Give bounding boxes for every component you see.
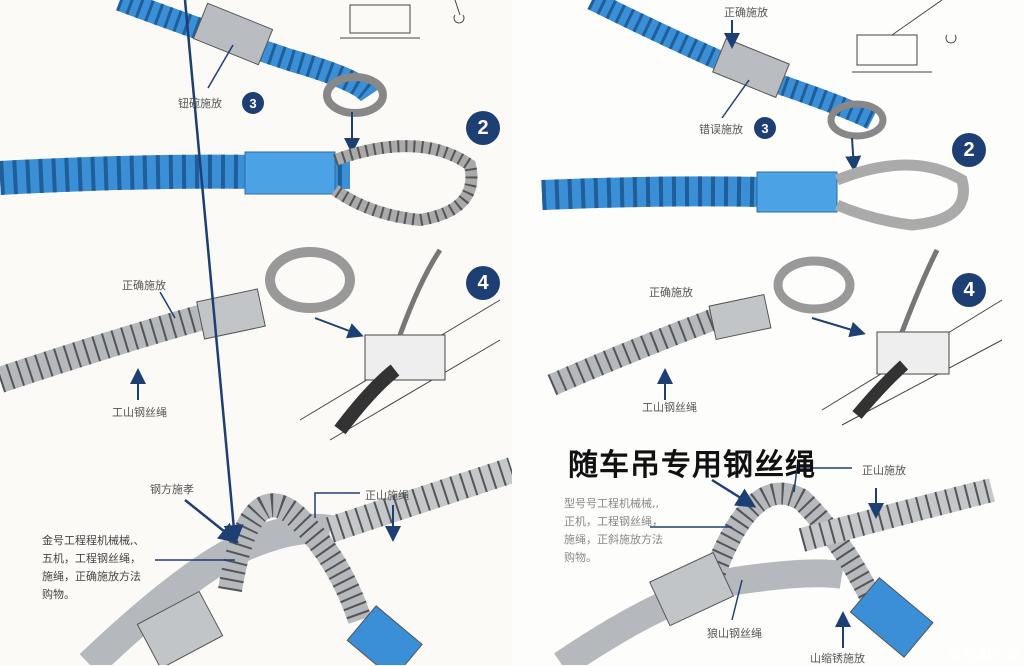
step-badge-3: 3 <box>754 117 776 139</box>
label-sec4: 正确施放 <box>649 286 693 299</box>
crane-sketch <box>852 0 957 73</box>
label-bottom-mid: 狼山钢丝绳 <box>707 627 762 640</box>
watermark: 豆包AI生成 <box>947 648 1020 664</box>
label-sec4-bottom: 工山钢丝绳 <box>642 401 697 414</box>
desc-line: 购物。 <box>42 588 75 601</box>
step-badge-4: 4 <box>952 273 986 307</box>
desc-line: 正机，工程钢丝绳， <box>564 515 663 528</box>
right-panel: 正确施放 3 2 4 错误施放 正确施放 工山钢丝绳 正山施放 狼山钢丝绳 山缩… <box>512 0 1024 665</box>
description-left: 金号工程程机械械,、 五机，工程钢丝绳， 施绳，正确施放方法 购物。 <box>42 532 145 604</box>
label-bottom-low: 山缩锈施放 <box>810 652 865 665</box>
step-badge-2: 2 <box>952 133 986 167</box>
main-title: 随车吊专用钢丝绳 <box>568 448 816 483</box>
desc-line: 金号工程程机械械,、 <box>42 534 145 547</box>
clamp-sketch <box>299 248 501 441</box>
rope-grey-section4 <box>547 256 855 396</box>
clamp-sketch <box>821 248 1003 426</box>
desc-line: 购物。 <box>564 551 597 564</box>
label-sec4: 正确施放 <box>122 279 166 292</box>
label-sec3: 错误施放 <box>699 123 743 136</box>
rope-grey-section4 <box>0 247 355 393</box>
label-bottom-top: 钢方施孝 <box>150 483 194 496</box>
label-bottom-right: 正山施放 <box>862 464 906 477</box>
left-illustration <box>0 0 512 665</box>
desc-line: 五机，工程钢丝绳， <box>42 552 141 565</box>
desc-line: 施绳，正斜施放方法 <box>564 533 663 546</box>
rope-loop-bottom <box>554 478 995 665</box>
rope-loop-bottom <box>79 457 512 665</box>
label-sec4-bottom: 工山钢丝绳 <box>112 406 167 419</box>
crane-sketch <box>340 0 465 39</box>
step-badge-4: 4 <box>466 266 500 300</box>
label-bottom-right: 正山施绳 <box>365 489 409 502</box>
label-top: 正确施放 <box>724 6 768 19</box>
label-top: 钮碗施放 <box>178 97 222 110</box>
rope-top <box>116 0 387 117</box>
desc-line: 施绳，正确施放方法 <box>42 570 141 583</box>
step-badge-3: 3 <box>242 92 264 114</box>
rope-blue-middle <box>0 140 478 227</box>
rope-blue-middle <box>541 159 969 231</box>
desc-line: 型号号工程机械械,, <box>564 497 659 510</box>
rope-top <box>587 0 887 140</box>
description-right: 型号号工程机械械,, 正机，工程钢丝绳， 施绳，正斜施放方法 购物。 <box>564 495 663 567</box>
step-badge-2: 2 <box>466 111 500 145</box>
right-illustration <box>541 0 1003 665</box>
left-panel: 3 2 4 钮碗施放 正确施放 工山钢丝绳 钢方施孝 正山施绳 金号工程程机械械… <box>0 0 512 665</box>
